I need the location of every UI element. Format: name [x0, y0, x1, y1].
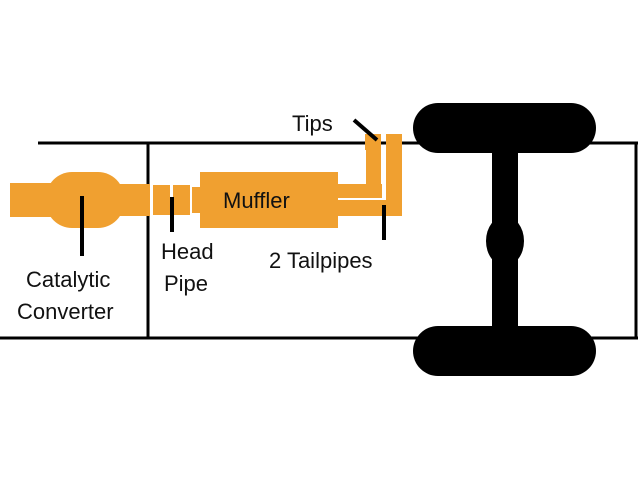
label-tailpipes: 2 Tailpipes: [269, 248, 373, 273]
label-head-pipe-line2: Pipe: [164, 271, 208, 296]
tailpipe-left-riser: [366, 150, 381, 198]
catalytic-converter-outlet: [118, 184, 150, 216]
muffler-inlet: [192, 187, 202, 213]
head-pipe-left: [153, 185, 170, 215]
catalytic-converter-body: [46, 172, 124, 228]
tip-right: [386, 134, 402, 150]
label-tips: Tips: [292, 111, 333, 136]
muffler-body: [200, 172, 338, 228]
tailpipe-right-riser: [386, 150, 402, 216]
wheel-top: [413, 103, 596, 153]
label-head-pipe-line1: Head: [161, 239, 214, 264]
leader-lines: [80, 118, 386, 256]
rear-axle-assembly: [413, 103, 596, 376]
wheel-bottom: [413, 326, 596, 376]
labels: Muffler Catalytic Converter Head Pipe Ti…: [17, 111, 373, 324]
differential: [486, 216, 524, 266]
label-catalytic-converter-line2: Converter: [17, 299, 114, 324]
label-catalytic-converter-line1: Catalytic: [26, 267, 110, 292]
leader-tips: [352, 118, 379, 142]
label-muffler: Muffler: [223, 188, 290, 213]
exhaust-system: [10, 134, 402, 228]
head-pipe-right: [173, 185, 190, 215]
